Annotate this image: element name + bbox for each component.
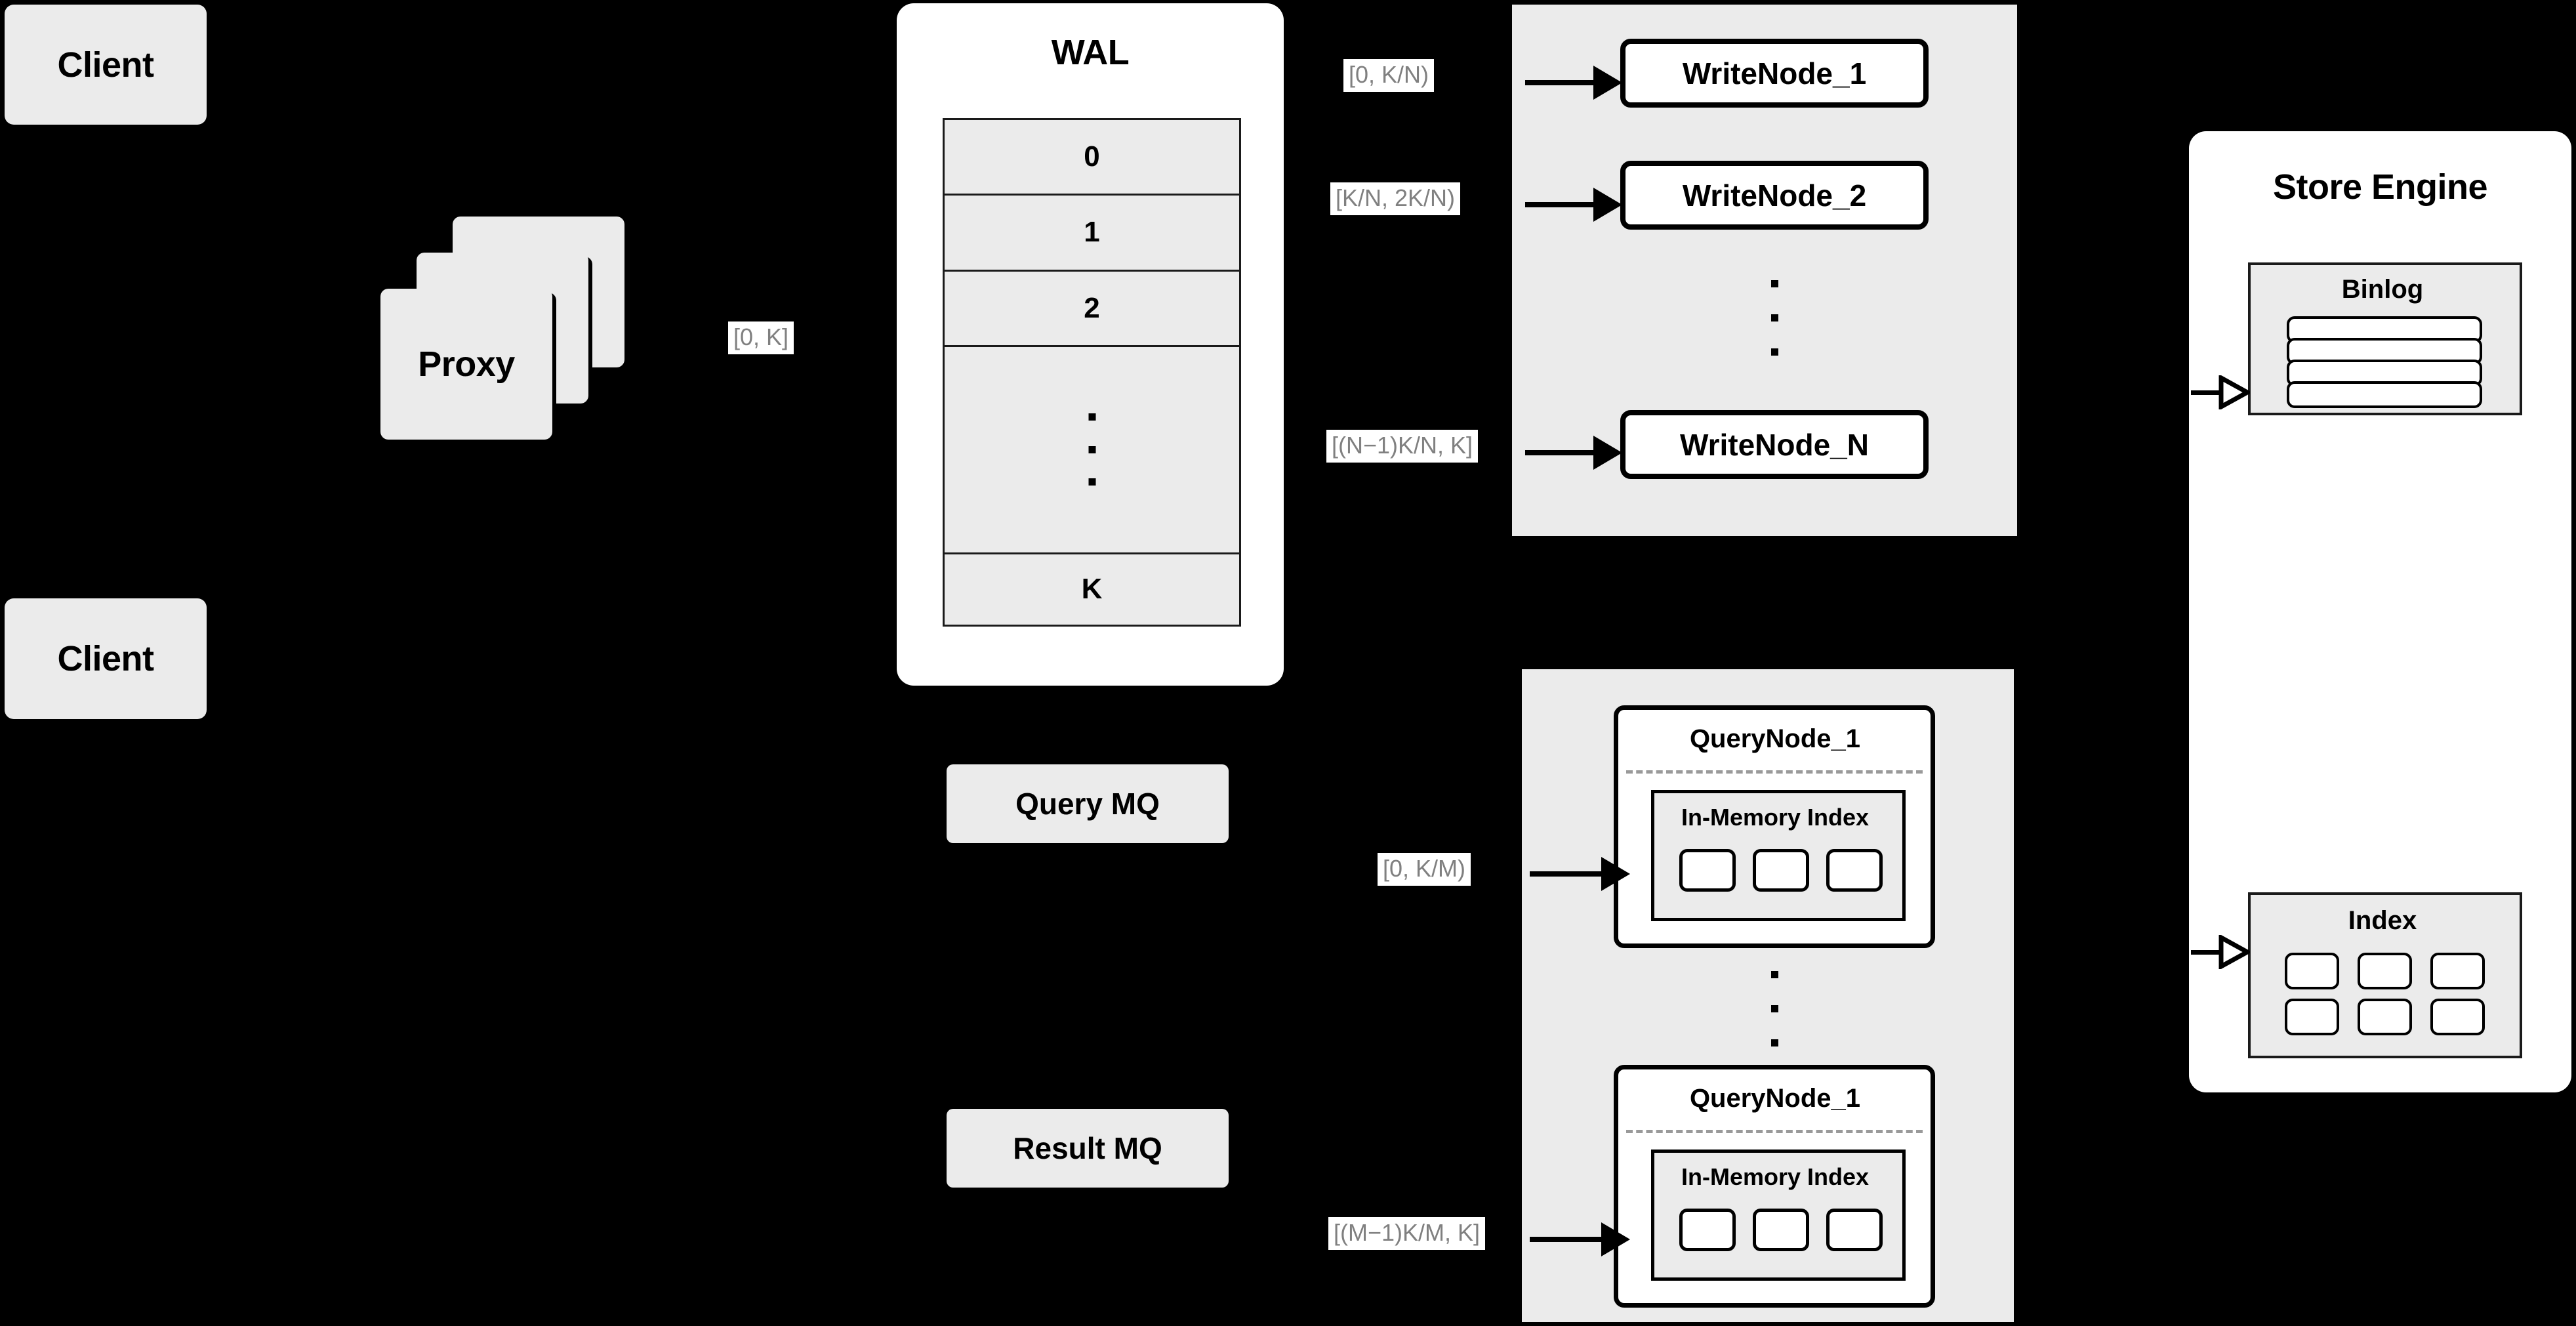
index-cell[interactable] [2358, 999, 2412, 1035]
arrow-head-writenode-1 [1593, 66, 1622, 100]
wal-entry-row[interactable]: 1 [945, 196, 1239, 272]
edge-label-proxy-to-wal: [0, K] [728, 321, 794, 354]
wal-entry-list: 0 1 2 K [943, 118, 1241, 627]
query-node-ellipsis-dots [1771, 971, 1778, 1046]
dot [1771, 1039, 1778, 1046]
write-node-2[interactable]: WriteNode_2 [1620, 161, 1929, 230]
query-node-2[interactable]: QueryNode_1 In-Memory Index [1614, 1065, 1935, 1308]
in-memory-index-cell[interactable] [1753, 1209, 1809, 1251]
edge-label-mq-to-querynode-m: [(M−1)K/M, K] [1328, 1217, 1486, 1250]
index-title: Index [2348, 906, 2417, 935]
write-node-label: WriteNode_2 [1682, 178, 1867, 213]
in-memory-index-cell[interactable] [1826, 1209, 1883, 1251]
dot [1088, 413, 1095, 421]
arrow-line-querynode-m [1530, 1237, 1605, 1242]
index-section: Index [2248, 892, 2522, 1058]
dot [1771, 348, 1778, 356]
store-engine-title: Store Engine [2272, 167, 2488, 207]
arrow-head-querynode-m [1601, 1222, 1630, 1256]
arrow-line-writenode-1 [1525, 80, 1597, 85]
store-engine-panel: Store Engine Binlog Index [2189, 131, 2571, 1092]
index-cell[interactable] [2285, 953, 2339, 989]
dot [1771, 280, 1778, 287]
dot [1088, 478, 1095, 486]
dot [1771, 1005, 1778, 1012]
arrow-head-writenode-n [1593, 436, 1622, 470]
in-memory-index-cell[interactable] [1679, 1209, 1736, 1251]
in-memory-index-box-1: In-Memory Index [1651, 790, 1906, 921]
in-memory-index-title: In-Memory Index [1681, 1163, 1870, 1190]
edge-label-wal-to-writenode-n: [(N−1)K/N, K] [1326, 430, 1479, 463]
proxy-label: Proxy [418, 344, 515, 384]
query-node-separator [1626, 770, 1923, 774]
arrow-line-to-binlog [2191, 390, 2220, 395]
wal-ellipsis-dots [1088, 413, 1095, 486]
wal-entry-ellipsis-row [945, 347, 1239, 554]
in-memory-index-box-2: In-Memory Index [1651, 1150, 1906, 1281]
result-mq-box[interactable]: Result MQ [947, 1109, 1229, 1188]
arrow-line-querynode-1 [1530, 871, 1605, 877]
index-cell[interactable] [2430, 999, 2485, 1035]
query-node-title: QueryNode_1 [1689, 724, 1861, 753]
index-cell[interactable] [2358, 953, 2412, 989]
result-mq-label: Result MQ [1013, 1131, 1162, 1165]
dot [1771, 971, 1778, 978]
wal-panel: WAL 0 1 2 K [897, 3, 1284, 686]
binlog-title: Binlog [2341, 275, 2424, 304]
write-node-label: WriteNode_1 [1682, 56, 1867, 91]
dot [1088, 445, 1095, 453]
query-node-separator [1626, 1130, 1923, 1133]
arrow-head-querynode-1 [1601, 857, 1630, 891]
binlog-row[interactable] [2287, 381, 2482, 408]
query-node-group: QueryNode_1 In-Memory Index QueryNode_1 [1522, 669, 2014, 1322]
index-cell[interactable] [2430, 953, 2485, 989]
query-mq-label: Query MQ [1015, 787, 1160, 821]
arrow-line-to-index [2191, 950, 2220, 955]
arrow-line-writenode-n [1525, 450, 1597, 455]
arrow-line-writenode-2 [1525, 202, 1597, 207]
query-node-1[interactable]: QueryNode_1 In-Memory Index [1614, 705, 1935, 948]
proxy-stack[interactable]: Proxy [380, 217, 669, 446]
write-node-n[interactable]: WriteNode_N [1620, 410, 1929, 479]
dot [1771, 314, 1778, 321]
in-memory-index-cell[interactable] [1826, 849, 1883, 892]
client-box-2[interactable]: Client [5, 598, 207, 719]
write-node-label: WriteNode_N [1680, 427, 1869, 462]
wal-entry-row[interactable]: 2 [945, 272, 1239, 347]
client-box-1[interactable]: Client [5, 5, 207, 125]
client-label: Client [57, 639, 154, 678]
wal-entry-row[interactable]: K [1081, 573, 1103, 606]
query-mq-box[interactable]: Query MQ [947, 764, 1229, 843]
query-node-title: QueryNode_1 [1689, 1083, 1861, 1113]
in-memory-index-cell[interactable] [1753, 849, 1809, 892]
write-node-ellipsis-dots [1771, 280, 1778, 356]
in-memory-index-cell[interactable] [1679, 849, 1736, 892]
wal-title: WAL [1051, 33, 1130, 72]
client-label: Client [57, 45, 154, 85]
proxy-card-front[interactable]: Proxy [380, 289, 552, 440]
write-node-1[interactable]: WriteNode_1 [1620, 39, 1929, 108]
edge-label-wal-to-writenode-1: [0, K/N) [1343, 59, 1435, 92]
edge-label-mq-to-querynode-1: [0, K/M) [1378, 853, 1471, 886]
wal-entry-row[interactable]: 0 [945, 120, 1239, 196]
in-memory-index-title: In-Memory Index [1681, 804, 1870, 831]
binlog-section: Binlog [2248, 262, 2522, 415]
edge-label-wal-to-writenode-2: [K/N, 2K/N) [1330, 182, 1461, 215]
index-cell[interactable] [2285, 999, 2339, 1035]
arrow-head-writenode-2 [1593, 188, 1622, 222]
